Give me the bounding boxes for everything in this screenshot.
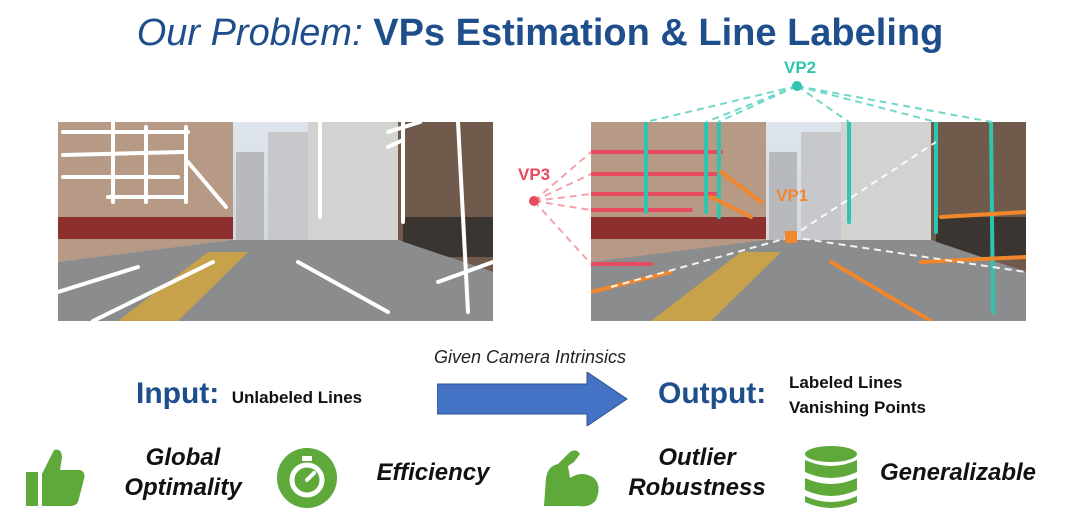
right-arrow-icon: [437, 372, 628, 426]
output-line-1: Labeled Lines: [789, 373, 903, 392]
feature-1-line-2: Optimality: [124, 474, 242, 501]
page-title: Our Problem: VPs Estimation & Line Label…: [0, 12, 1080, 55]
output-line-2: Vanishing Points: [789, 398, 926, 417]
output-label: Output:: [658, 377, 767, 410]
vp2-label: VP2: [784, 58, 817, 77]
vp1-label: VP1: [776, 186, 809, 205]
stopwatch-icon: [277, 448, 337, 508]
feature-global-optimality: Global Optimality: [108, 443, 258, 503]
vanishing-point-overlay: [529, 81, 993, 265]
input-value: Unlabeled Lines: [231, 388, 363, 407]
feature-generalizable: Generalizable: [879, 459, 1037, 486]
flexed-arm-icon: [544, 450, 599, 507]
feature-1-line-1: Global: [145, 444, 221, 471]
feature-outlier-robustness: Outlier Robustness: [612, 443, 782, 503]
feature-efficiency: Efficiency: [376, 459, 490, 486]
output-street-photo: [591, 122, 1026, 321]
arrow-caption: Given Camera Intrinsics: [433, 347, 627, 367]
input-street-photo: [58, 122, 493, 321]
feature-3-line-1: Outlier: [658, 444, 736, 471]
feature-3-line-2: Robustness: [628, 474, 766, 501]
database-icon: [805, 446, 857, 508]
input-label: Input:: [136, 377, 220, 410]
input-section: Input: Unlabeled Lines: [136, 377, 362, 411]
title-prefix: Our Problem:: [136, 12, 363, 54]
vp3-label: VP3: [518, 165, 551, 184]
thumbs-up-icon: [26, 449, 85, 506]
title-main: VPs Estimation & Line Labeling: [373, 12, 944, 54]
